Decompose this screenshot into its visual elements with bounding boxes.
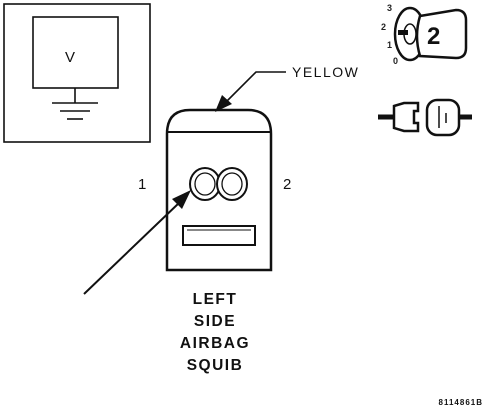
squib-connector [165, 108, 273, 272]
ignition-switch-icon [393, 6, 468, 62]
voltmeter-label: V [65, 49, 76, 66]
ignition-position-1: 1 [387, 40, 393, 50]
ignition-key-number: 2 [427, 23, 441, 50]
ignition-key-icon [415, 8, 468, 60]
ground-icon [52, 102, 98, 120]
voltmeter-box [32, 16, 119, 89]
ignition-position-3: 3 [387, 3, 393, 13]
component-caption: LEFT SIDE AIRBAG SQUIB [150, 289, 280, 377]
figure-id: 8114861B [438, 398, 483, 407]
connector-disconnect-icon [378, 98, 472, 137]
probe-arrow [83, 190, 191, 295]
voltmeter-frame [3, 3, 151, 143]
connector-latch [182, 225, 256, 246]
caption-line-2: SIDE [193, 313, 237, 330]
voltmeter-symbol [3, 3, 151, 143]
pin-1-label: 1 [138, 176, 147, 193]
connector-color-label: YELLOW [292, 64, 360, 80]
color-label-leader [215, 71, 286, 112]
caption-line-3: AIRBAG [179, 335, 251, 352]
caption-line-1: LEFT [192, 291, 238, 308]
caption-line-4: SQUIB [186, 357, 244, 374]
pin-2-label: 2 [283, 176, 292, 193]
ignition-position-0: 0 [393, 56, 399, 66]
ignition-position-2: 2 [381, 22, 387, 32]
